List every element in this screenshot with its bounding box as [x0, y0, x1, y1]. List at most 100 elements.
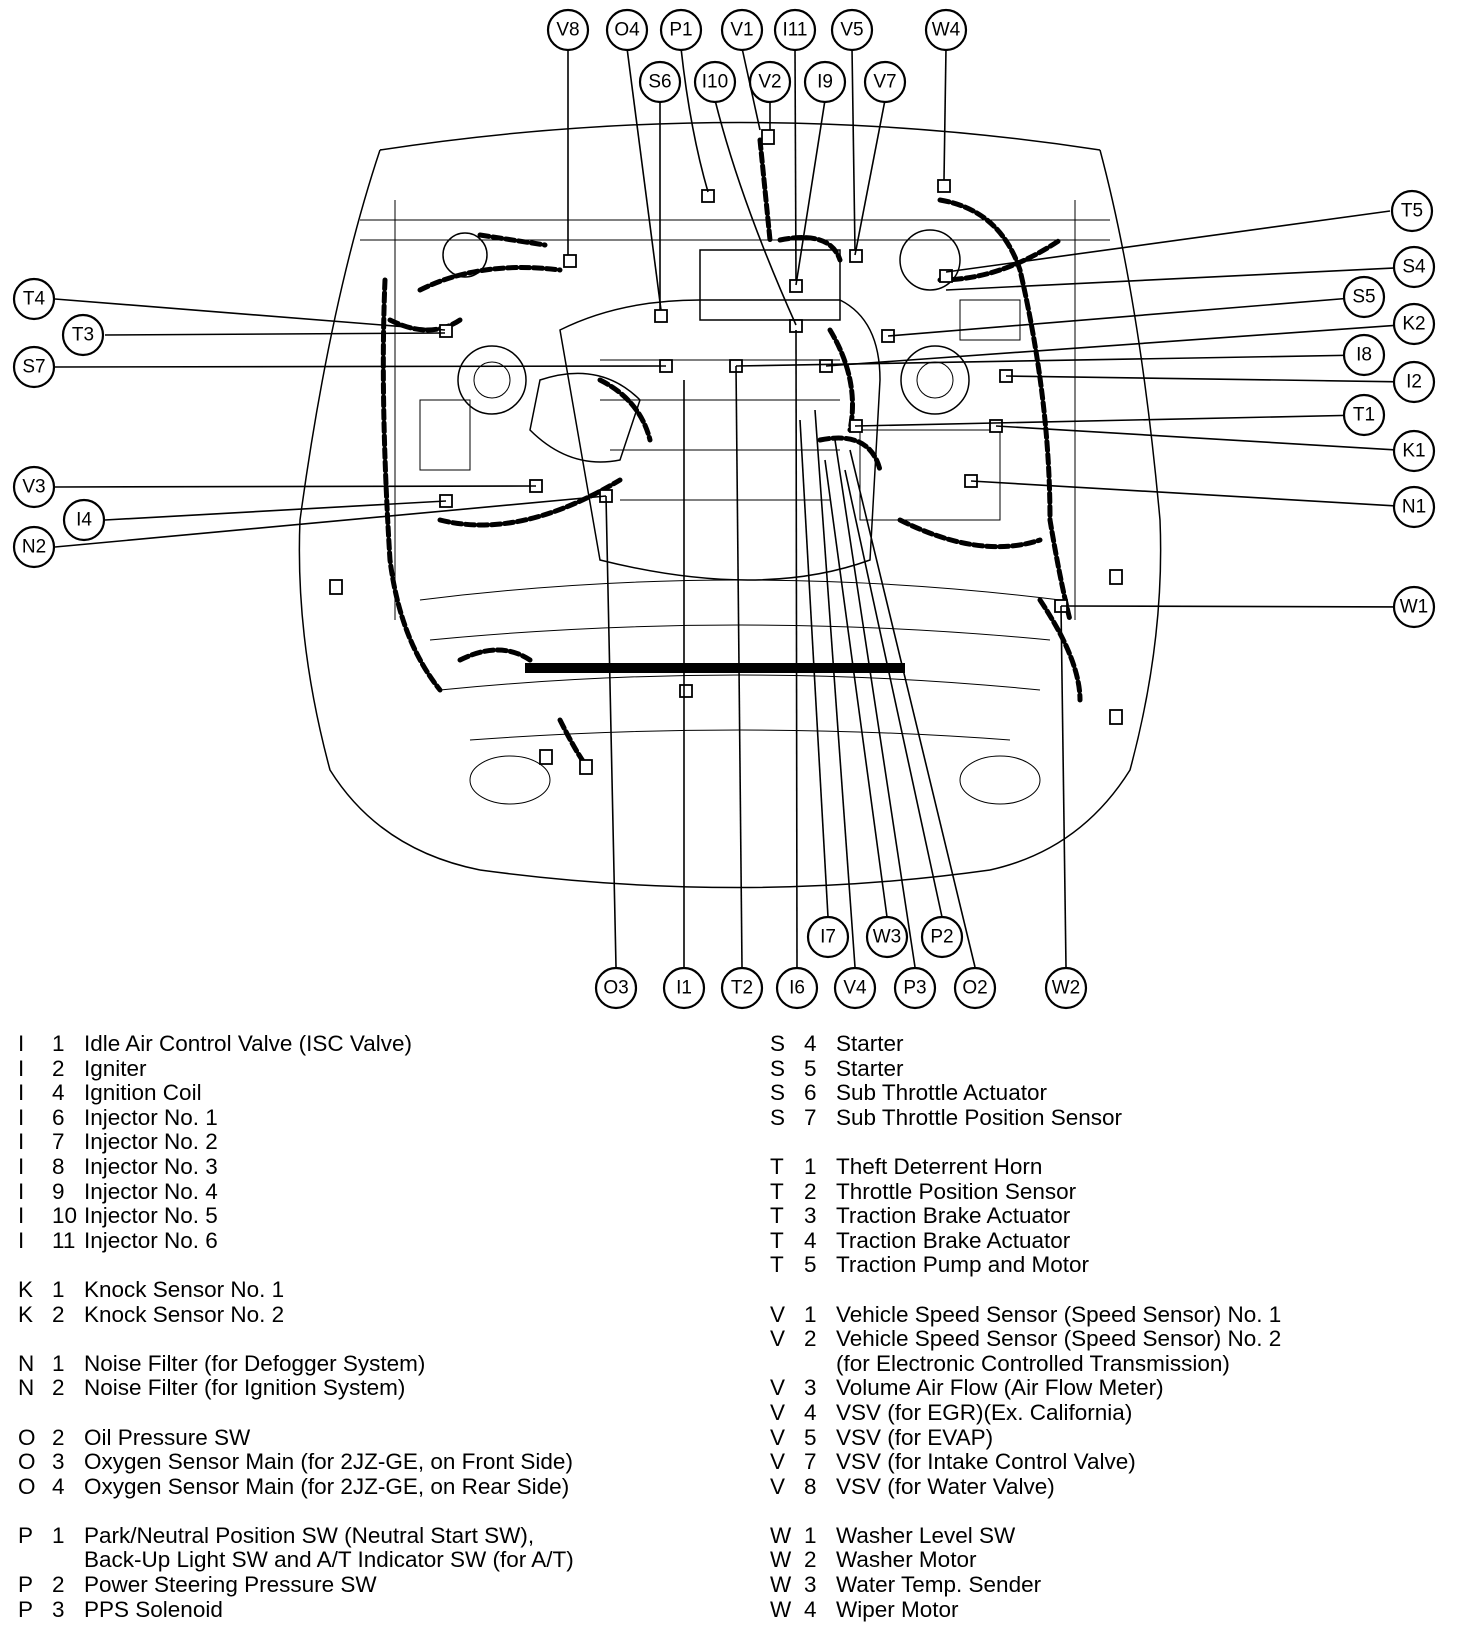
legend-description: Injector No. 1	[84, 1104, 218, 1130]
legend-code-number: 1	[52, 1350, 65, 1376]
svg-text:N2: N2	[22, 537, 46, 558]
callout-t4: T4	[12, 277, 56, 321]
legend-code-number: 5	[804, 1055, 817, 1081]
legend-spacer	[770, 1278, 1460, 1303]
callout-o3: O3	[594, 966, 638, 1010]
legend-description: VSV (for Water Valve)	[836, 1473, 1055, 1499]
svg-text:V1: V1	[730, 20, 753, 41]
legend-description: Knock Sensor No. 2	[84, 1301, 285, 1327]
legend-code-number: 4	[804, 1596, 817, 1622]
legend-code-letter: V	[770, 1424, 786, 1450]
legend-code-letter: I	[18, 1178, 25, 1204]
callout-s4: S4	[1392, 245, 1436, 289]
legend-code-letter: V	[770, 1375, 786, 1401]
legend-spacer	[18, 1253, 738, 1278]
legend-description: Wiper Motor	[836, 1596, 959, 1622]
legend-code-number: 1	[52, 1031, 65, 1056]
legend-description: Igniter	[84, 1055, 147, 1081]
legend-description: Power Steering Pressure SW	[84, 1572, 377, 1598]
callout-w4: W4	[924, 8, 968, 52]
legend-code-number: 4	[804, 1227, 817, 1253]
legend-code-number: 2	[804, 1178, 817, 1204]
legend-code-letter: I	[18, 1227, 25, 1253]
legend-description: (for Electronic Controlled Transmission)	[836, 1350, 1230, 1376]
legend-code-number: 8	[804, 1473, 817, 1499]
legend-code-number: 8	[52, 1153, 65, 1179]
legend-description: Injector No. 4	[84, 1178, 218, 1204]
svg-text:I11: I11	[782, 20, 807, 41]
legend-code-letter: O	[18, 1449, 36, 1475]
svg-text:O2: O2	[962, 978, 987, 999]
legend-code-number: 2	[804, 1326, 817, 1352]
callout-s5: S5	[1342, 275, 1386, 319]
legend-code-letter: W	[770, 1522, 792, 1548]
svg-text:N1: N1	[1402, 497, 1426, 518]
callout-p1: P1	[659, 8, 703, 52]
svg-text:O4: O4	[614, 20, 640, 41]
legend-description: VSV (for Intake Control Valve)	[836, 1449, 1136, 1475]
legend-code-number: 5	[804, 1424, 817, 1450]
svg-text:T3: T3	[72, 325, 94, 346]
callout-k1: K1	[1392, 429, 1436, 473]
legend-spacer	[18, 1499, 738, 1524]
legend-code-number: 10	[52, 1203, 78, 1229]
svg-text:I8: I8	[1356, 345, 1372, 366]
legend-description: Traction Pump and Motor	[836, 1252, 1090, 1278]
legend-code-number: 3	[52, 1449, 65, 1475]
callout-i2: I2	[1392, 360, 1436, 404]
legend-code-letter	[770, 1352, 804, 1377]
legend-description: Vehicle Speed Sensor (Speed Sensor) No. …	[836, 1301, 1282, 1327]
legend-code-letter: P	[18, 1596, 34, 1622]
legend-description: Throttle Position Sensor	[836, 1178, 1077, 1204]
legend-description: Oil Pressure SW	[84, 1424, 251, 1450]
callout-o2: O2	[953, 966, 997, 1010]
legend-description: Park/Neutral Position SW (Neutral Start …	[84, 1522, 535, 1548]
legend-code-number: 3	[52, 1596, 65, 1622]
engine-compartment-diagram: V8 O4 P1 V1 I11 V5 W4 S6 I10 V2 I9 V7 T5…	[12, 8, 1436, 1010]
svg-text:I1: I1	[676, 978, 692, 999]
legend-code-letter: V	[770, 1449, 786, 1475]
legend-code-letter: N	[18, 1375, 35, 1401]
callout-i8: I8	[1342, 333, 1386, 377]
legend-code-letter: I	[18, 1203, 25, 1229]
svg-text:S4: S4	[1402, 257, 1426, 278]
svg-text:W2: W2	[1052, 978, 1081, 999]
legend-code-letter: K	[18, 1301, 34, 1327]
callout-w1: W1	[1392, 585, 1436, 629]
callout-s6: S6	[638, 60, 682, 104]
legend-spacer	[18, 1401, 738, 1426]
legend-description: PPS Solenoid	[84, 1596, 223, 1622]
legend-code	[770, 1352, 836, 1377]
legend-code: I 10	[18, 1204, 84, 1229]
legend-description: Starter	[836, 1031, 904, 1056]
callout-t3: T3	[61, 313, 105, 357]
svg-text:I10: I10	[702, 72, 728, 93]
